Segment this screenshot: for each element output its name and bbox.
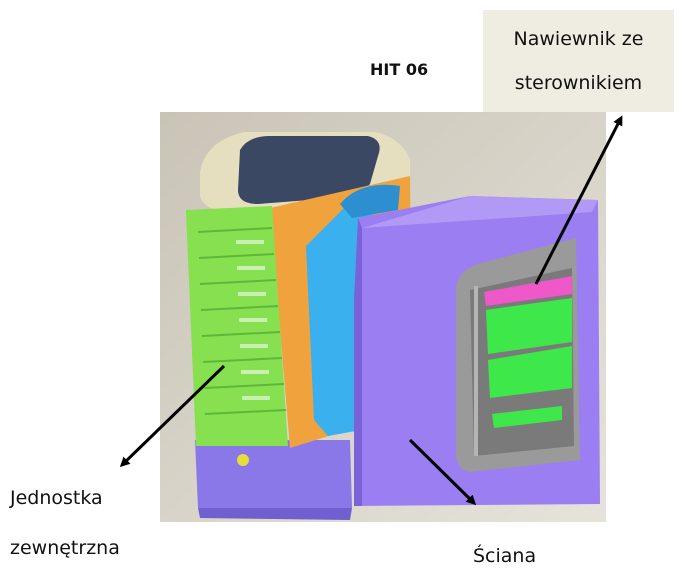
outdoor-label-line2: zewnętrzna bbox=[10, 537, 120, 559]
arrow-to-outdoor-label bbox=[119, 364, 226, 468]
wall-label: Ściana bbox=[473, 545, 537, 567]
arrow-to-device-label bbox=[534, 115, 623, 285]
device-label-line1: Nawiewnik ze bbox=[513, 28, 644, 50]
arrow-to-wall-label bbox=[408, 438, 477, 506]
indicator-dot bbox=[237, 454, 249, 466]
device-callout: Nawiewnik ze sterownikiem bbox=[483, 10, 674, 112]
indoor-unit bbox=[456, 238, 580, 472]
outdoor-label-line1: Jednostka bbox=[10, 487, 103, 509]
diagram-title: HIT 06 bbox=[370, 60, 429, 79]
device-label-line2: sterownikiem bbox=[514, 72, 643, 94]
